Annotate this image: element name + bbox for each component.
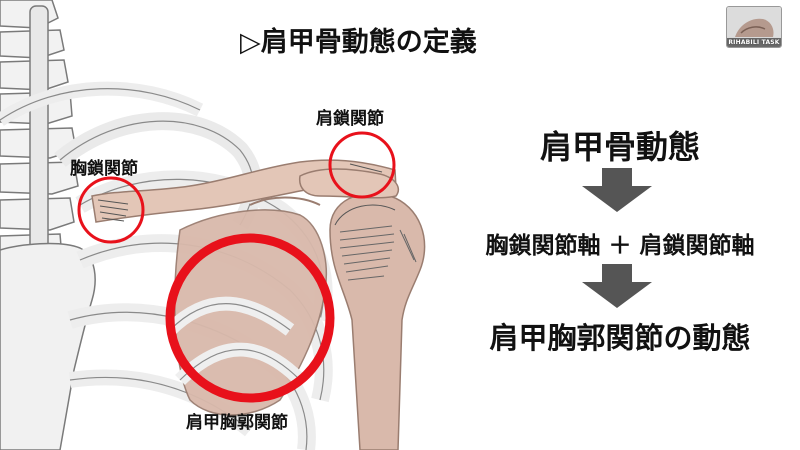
spine <box>0 0 79 267</box>
logo: RIHABILI TASK <box>726 6 782 48</box>
acromion <box>298 168 400 199</box>
label-sternoclavicular: 胸鎖関節 <box>70 159 138 179</box>
down-arrow-icon <box>582 168 652 212</box>
logo-illustration-icon <box>727 7 781 47</box>
logo-text: RIHABILI TASK <box>728 39 780 46</box>
page-title: ▷肩甲骨動態の定義 <box>240 27 477 58</box>
label-acromioclavicular: 肩鎖関節 <box>316 109 384 129</box>
humerus <box>329 192 426 450</box>
sternoclavicular-joint <box>97 199 129 222</box>
flow-scapular-dynamics: 肩甲骨動態 <box>539 128 700 166</box>
label-scapulothoracic: 肩甲胸郭関節 <box>186 413 288 433</box>
scapulothoracic-highlight-circle <box>165 233 335 403</box>
flow-scapulothoracic-dynamics: 肩甲胸郭関節の動態 <box>489 321 751 355</box>
flow-joint-axes: 胸鎖関節軸 ＋ 肩鎖関節軸 <box>485 233 755 259</box>
sternum <box>0 242 96 450</box>
down-arrow-icon <box>582 264 652 308</box>
sternoclavicular-highlight-circle <box>77 176 145 244</box>
ribs-front <box>165 296 305 386</box>
acromioclavicular-highlight-circle <box>328 131 396 199</box>
